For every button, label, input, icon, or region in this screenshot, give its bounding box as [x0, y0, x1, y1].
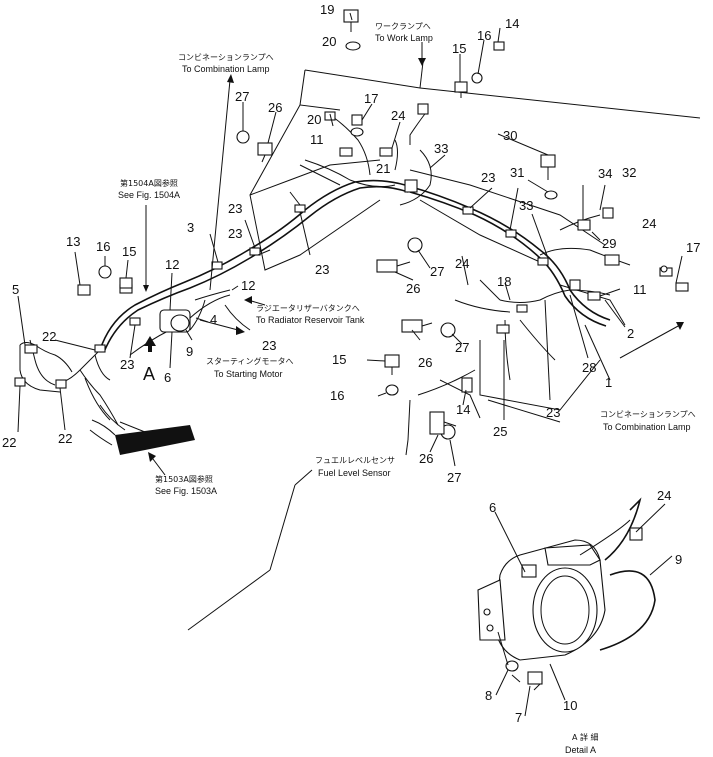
part-number: 26	[268, 100, 282, 115]
clamps	[14, 103, 689, 393]
part-number: 23	[228, 226, 242, 241]
part-number: 15	[122, 244, 136, 259]
part-number: 11	[633, 282, 647, 297]
starting-motor-jp: スターティングモータへ	[206, 356, 294, 366]
part-number: 5	[12, 282, 19, 297]
part-number: 23	[262, 338, 276, 353]
see-1504a-en: See Fig. 1504A	[118, 190, 180, 200]
part-number: 11	[310, 132, 324, 147]
part-number: 30	[503, 128, 517, 143]
part-number: 22	[42, 329, 56, 344]
detail-a-jp: A 詳 細	[572, 732, 599, 742]
part-number: 15	[452, 41, 466, 56]
part-number: 19	[320, 2, 334, 17]
part-number: 12	[241, 278, 255, 293]
fuel-level-jp: フュエルレベルセンサ	[315, 456, 395, 465]
radiator-jp: ラジエータリザーバタンクへ	[256, 304, 360, 313]
part-number: 18	[497, 274, 511, 289]
arrows	[115, 42, 684, 476]
work-lamp-jp: ワークランプへ	[375, 22, 431, 31]
part-number: 9	[186, 344, 193, 359]
part-number: 4	[210, 312, 217, 327]
frame-outline	[249, 61, 701, 423]
part-number: 33	[519, 198, 533, 213]
part-number: 34	[598, 166, 612, 181]
part-number: 23	[228, 201, 242, 216]
part-number: 25	[493, 424, 507, 439]
part-number: 27	[447, 470, 461, 485]
fuel-level-en: Fuel Level Sensor	[318, 468, 391, 478]
part-number: 15	[332, 352, 346, 367]
part-number: 26	[406, 281, 420, 296]
part-number: 1	[605, 375, 612, 390]
see-1503a-en: See Fig. 1503A	[155, 486, 217, 496]
part-numbers: 19 14 20 16 15 27 26 17 20 24 30 11 21 3…	[2, 2, 700, 725]
see-1503a-jp: 第1503A図参照	[155, 474, 213, 484]
part-number: 27	[235, 89, 249, 104]
part-number: 24	[455, 256, 469, 271]
part-number: 16	[96, 239, 110, 254]
part-number: 13	[66, 234, 80, 249]
view-marker	[144, 336, 156, 352]
leader-lines	[17, 12, 683, 631]
combo-lamp-bottom-jp: コンビネーションランプへ	[600, 410, 696, 419]
part-number: 9	[675, 552, 682, 567]
part-number: 27	[455, 340, 469, 355]
part-number: 6	[164, 370, 171, 385]
part-number: 17	[686, 240, 700, 255]
part-number: 26	[419, 451, 433, 466]
view-mark-a: A	[143, 364, 155, 384]
part-number: 29	[602, 236, 616, 251]
radiator-en: To Radiator Reservoir Tank	[256, 315, 365, 325]
combo-lamp-bottom-en: To Combination Lamp	[603, 422, 691, 432]
starting-motor-en: To Starting Motor	[214, 369, 283, 379]
work-lamp-en: To Work Lamp	[375, 33, 433, 43]
part-number: 14	[456, 402, 470, 417]
part-number: 23	[315, 262, 329, 277]
part-number: 8	[485, 688, 492, 703]
part-number: 22	[58, 431, 72, 446]
combo-lamp-top-jp: コンビネーションランプへ	[178, 53, 274, 62]
part-number: 22	[2, 435, 16, 450]
part-number: 7	[515, 710, 522, 725]
main-harness	[61, 109, 631, 441]
part-number: 3	[187, 220, 194, 235]
part-number: 24	[657, 488, 671, 503]
detail-a-en: Detail A	[565, 745, 596, 755]
see-1504a-jp: 第1504A図参照	[120, 178, 178, 188]
part-number: 2	[627, 326, 634, 341]
part-number: 17	[364, 91, 378, 106]
part-number: 12	[165, 257, 179, 272]
part-number: 6	[489, 500, 496, 515]
part-number: 14	[505, 16, 519, 31]
part-number: 31	[510, 165, 524, 180]
part-number: 20	[322, 34, 336, 49]
relay-small	[159, 294, 231, 333]
detail-a-relay	[477, 497, 673, 717]
part-number: 27	[430, 264, 444, 279]
part-number: 26	[418, 355, 432, 370]
part-number: 23	[546, 405, 560, 420]
combo-lamp-top-en: To Combination Lamp	[182, 64, 270, 74]
part-number: 20	[307, 112, 321, 127]
part-number: 24	[642, 216, 656, 231]
part-number: 16	[330, 388, 344, 403]
part-number: 33	[434, 141, 448, 156]
part-number: 32	[622, 165, 636, 180]
part-number: 16	[477, 28, 491, 43]
callout-texts: ワークランプへ To Work Lamp コンビネーションランプへ To Com…	[118, 22, 696, 755]
part-number: 23	[481, 170, 495, 185]
part-number: 10	[563, 698, 577, 713]
part-number: 23	[120, 357, 134, 372]
sub-harness-left	[19, 339, 126, 446]
part-number: 21	[376, 161, 390, 176]
part-number: 24	[391, 108, 405, 123]
part-number: 28	[582, 360, 596, 375]
bolts-and-washers	[98, 9, 668, 440]
